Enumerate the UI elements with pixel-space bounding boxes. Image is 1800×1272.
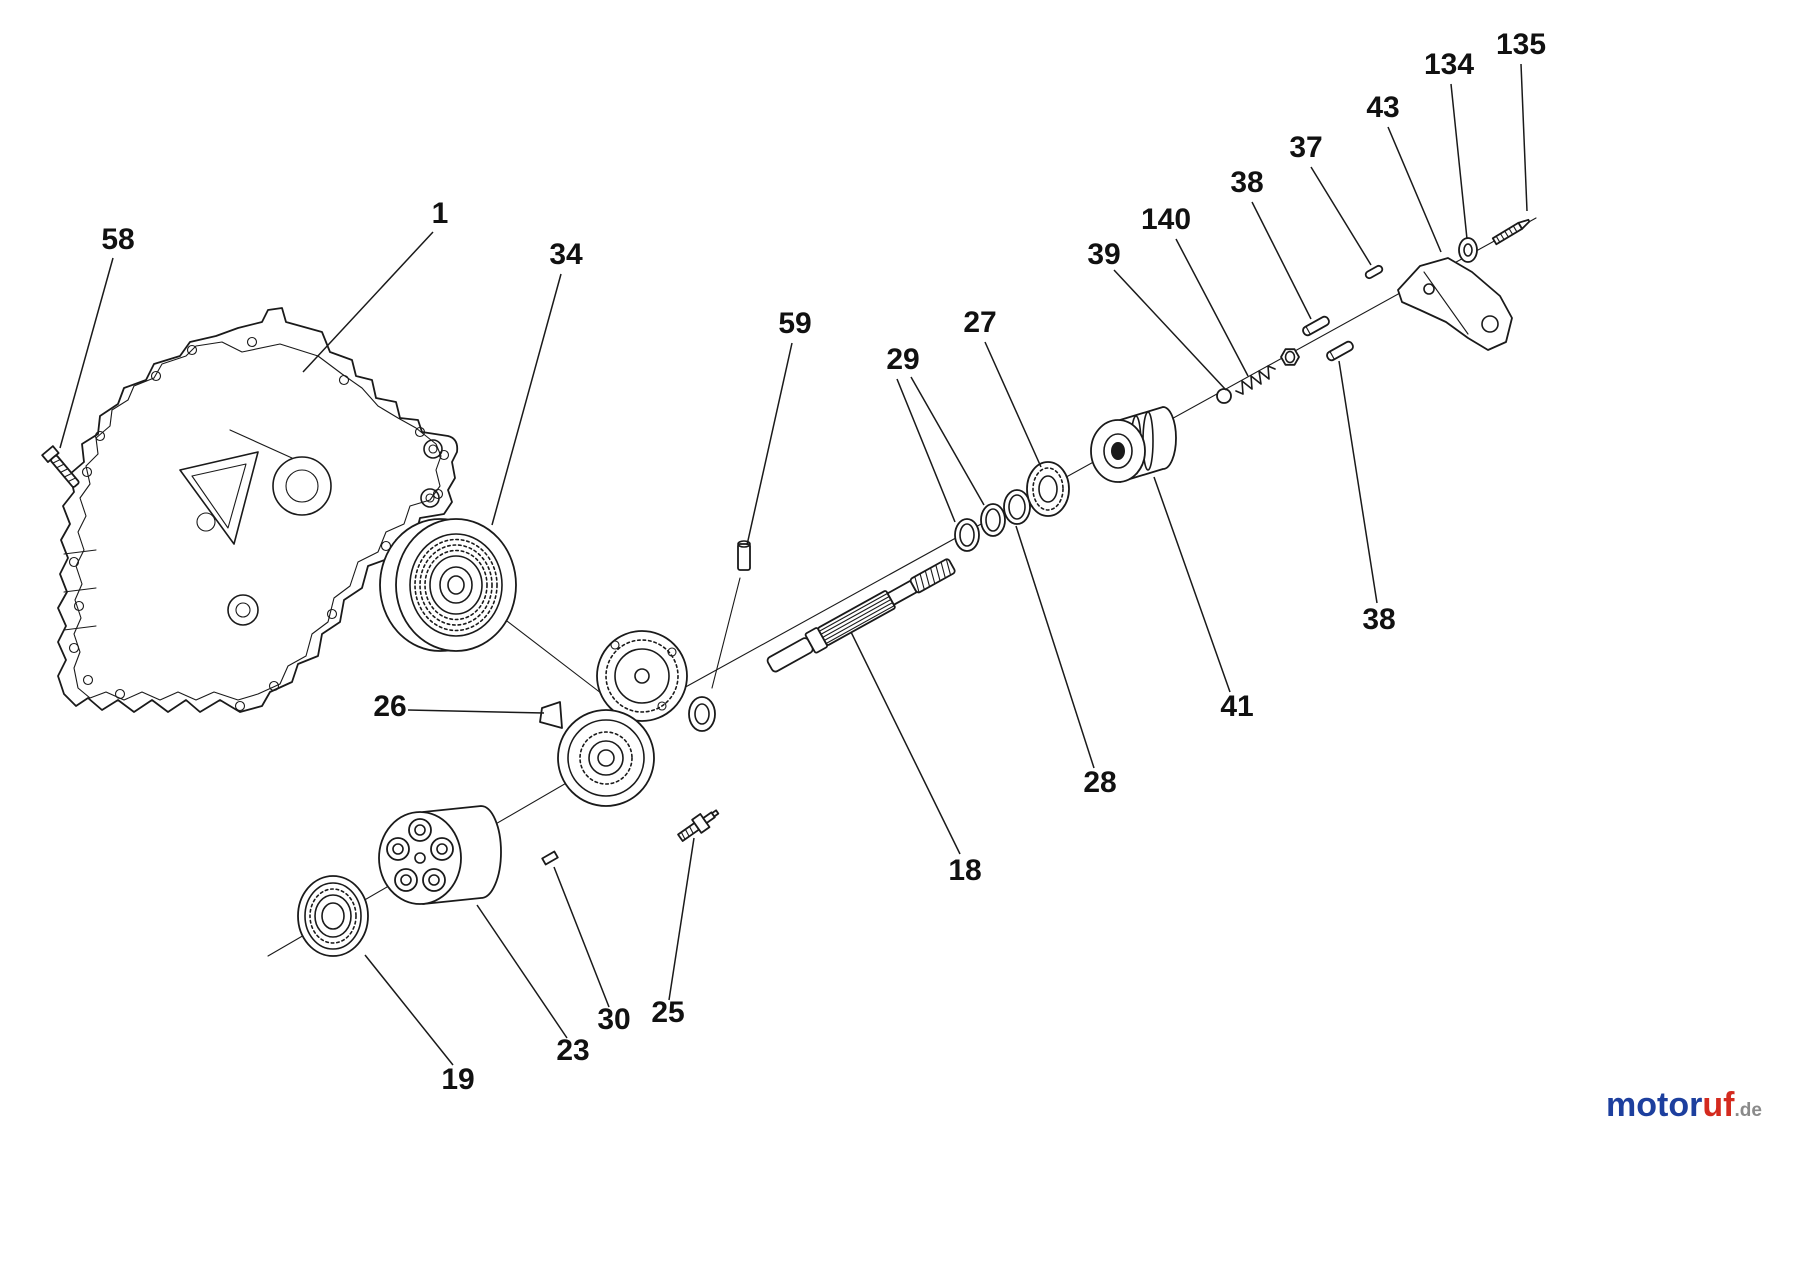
housing-bolt-holes: [68, 336, 450, 712]
roll-pin-part-59: [711, 540, 751, 689]
watermark-letter: m: [1606, 1086, 1637, 1124]
part-label-58: 58: [101, 223, 134, 256]
part-label-43: 43: [1366, 91, 1399, 124]
part-label-19: 19: [441, 1063, 474, 1096]
screw-part-135: [1491, 218, 1531, 246]
part-label-23: 23: [556, 1034, 589, 1067]
part-label-25: 25: [651, 996, 684, 1029]
part-label-28: 28: [1083, 766, 1116, 799]
cylinder-block-part-23: [378, 805, 502, 905]
part-label-27: 27: [963, 306, 996, 339]
watermark-suffix: .de: [1734, 1100, 1762, 1121]
bolt-part-58: [41, 445, 80, 488]
part-label-135: 135: [1496, 28, 1546, 61]
bracket-part-43: [1397, 257, 1513, 351]
watermark-letter: u: [1702, 1086, 1724, 1124]
fan-pulley-part-34: [379, 518, 517, 652]
part-label-30: 30: [597, 1003, 630, 1036]
cylinder-block-part-41: [1090, 406, 1177, 483]
part-label-39: 39: [1087, 238, 1120, 271]
part-label-134: 134: [1424, 48, 1474, 81]
snap-ring-part-29a: [954, 518, 980, 552]
watermark-letter: o: [1636, 1086, 1658, 1124]
part-label-18: 18: [948, 854, 981, 887]
leader-lines: [59, 63, 1528, 1066]
pin-part-37: [1364, 264, 1384, 280]
watermark-letter: f: [1723, 1086, 1735, 1124]
key-part-30: [541, 850, 559, 866]
part-label-38-right: 38: [1362, 603, 1395, 636]
watermark-logo: motoruf.de: [1606, 1086, 1762, 1125]
part-label-37: 37: [1289, 131, 1322, 164]
part-label-140: 140: [1141, 203, 1191, 236]
watermark-letter: r: [1689, 1086, 1703, 1124]
part-labels: 58 1 34 59 29 27 39 140 38 37 43 134 135…: [101, 28, 1546, 1096]
snap-ring-part-29b: [980, 503, 1006, 537]
washer-part-28: [1003, 489, 1031, 525]
dowel-pin-part-38-lower: [1326, 340, 1354, 362]
part-label-59: 59: [778, 307, 811, 340]
fitting-nut: [1280, 348, 1300, 366]
watermark-letter: t: [1657, 1086, 1669, 1124]
ball-part-39: [1216, 388, 1232, 404]
part-label-41: 41: [1220, 690, 1253, 723]
part-label-26: 26: [373, 690, 406, 723]
bearing-part-27: [1026, 461, 1070, 517]
thrust-bearing-part-19: [297, 875, 369, 957]
pump-shaft-part-18: [766, 558, 956, 673]
transaxle-housing-part-1: [57, 307, 459, 713]
watermark-letter: o: [1668, 1086, 1690, 1124]
part-label-34: 34: [549, 238, 583, 271]
pump-assembly-part-26: [539, 630, 716, 807]
part-label-1: 1: [432, 197, 449, 230]
part-label-29: 29: [886, 343, 919, 376]
check-valve-part-25: [677, 809, 720, 842]
dowel-pin-part-38-upper: [1302, 315, 1330, 337]
spring-part-140: [1235, 365, 1276, 395]
washer-part-134: [1458, 237, 1478, 263]
part-label-38-top: 38: [1230, 166, 1263, 199]
